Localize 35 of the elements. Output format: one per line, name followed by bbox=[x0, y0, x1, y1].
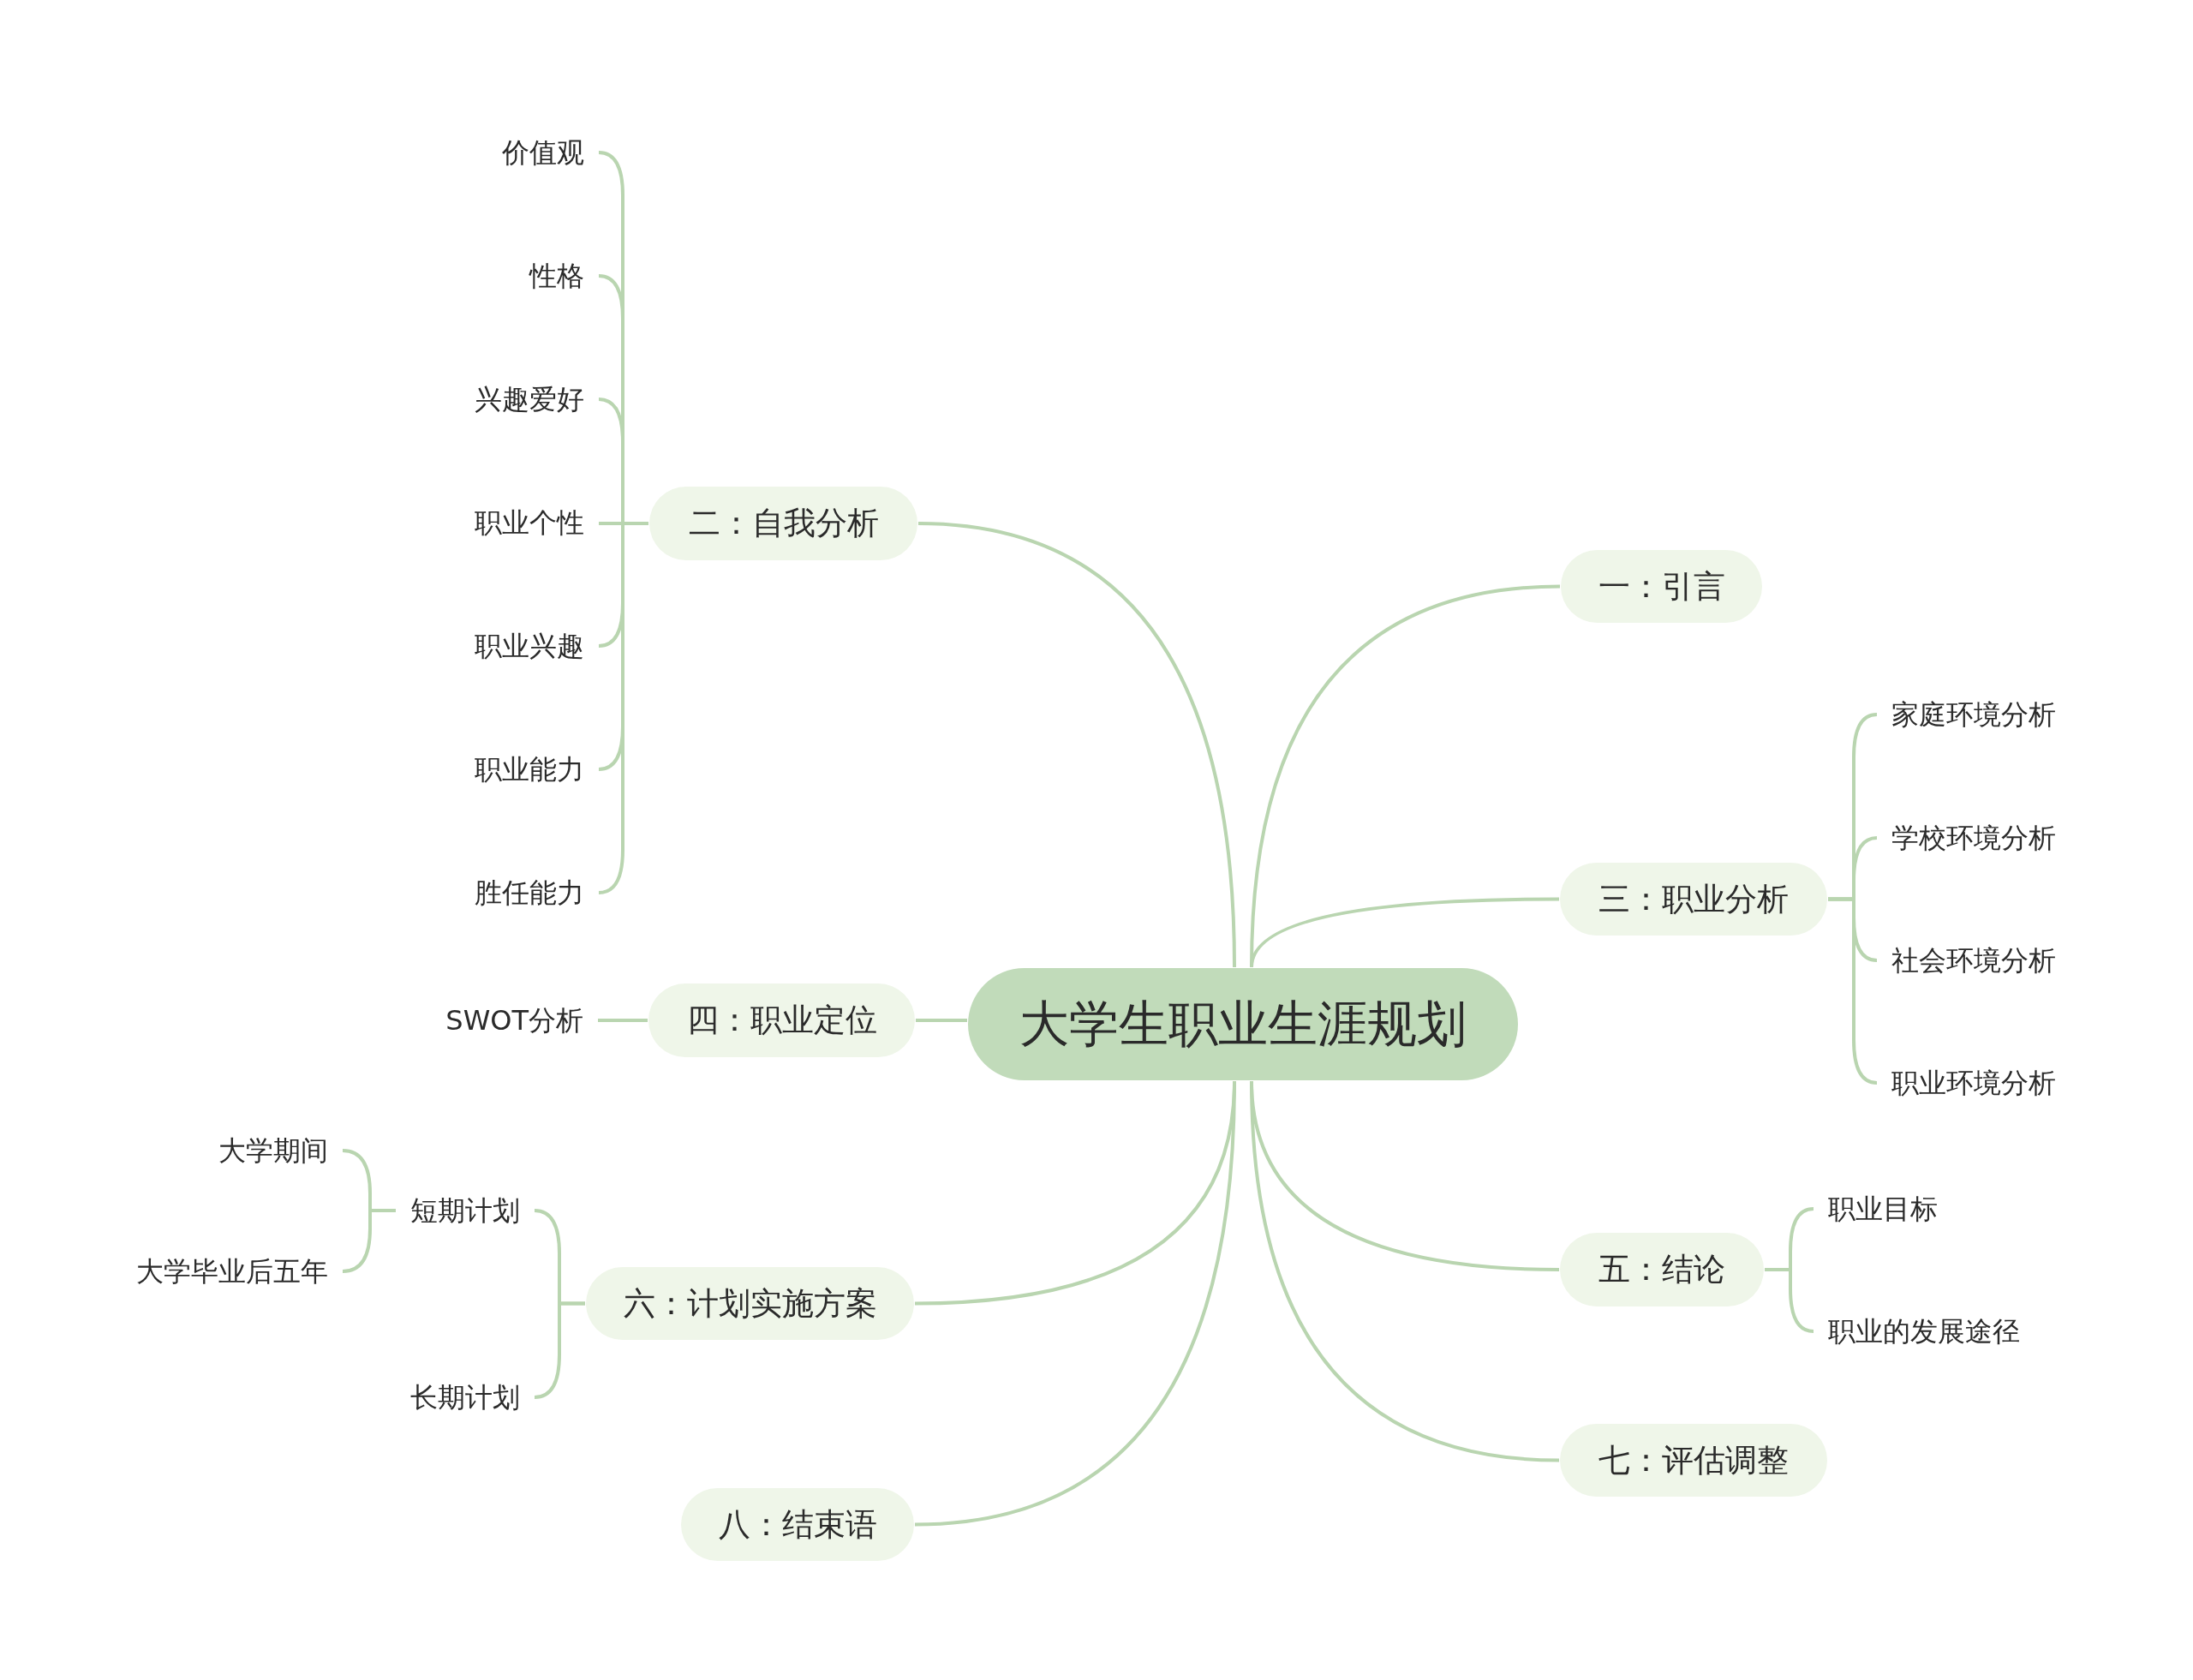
topic-pill: 六：计划实施方案 bbox=[586, 1267, 914, 1340]
subtopic-label: 学校环境分析 bbox=[1878, 817, 2070, 858]
topic-pill: 三：职业分析 bbox=[1560, 863, 1827, 936]
central-topic-pill: 大学生职业生涯规划 bbox=[968, 968, 1518, 1080]
topic-pill: 四：职业定位 bbox=[648, 983, 915, 1057]
subtopic-label: 职业兴趣 bbox=[461, 625, 598, 667]
subtopic-label: 职业目标 bbox=[1814, 1188, 1951, 1229]
topic-pill: 二：自我分析 bbox=[649, 487, 917, 560]
subtopic-label: 短期计划 bbox=[397, 1190, 534, 1231]
subtopic-label: 性格 bbox=[516, 255, 598, 296]
subtopic-label: 长期计划 bbox=[397, 1377, 534, 1418]
topic-pill: 七：评估调整 bbox=[1560, 1424, 1827, 1497]
subtopic-label: 价值观 bbox=[488, 132, 598, 173]
subtopic-label: 职业个性 bbox=[461, 502, 598, 543]
branch-line bbox=[1828, 897, 1878, 1085]
subtopic-label: 职业能力 bbox=[461, 749, 598, 790]
branch-line bbox=[916, 1019, 967, 1022]
subtopic-label: 大学期间 bbox=[205, 1130, 342, 1171]
branch-line bbox=[917, 522, 1236, 968]
topic-pill: 一：引言 bbox=[1561, 550, 1762, 623]
topic-pill: 八：结束语 bbox=[681, 1488, 914, 1561]
branch-line bbox=[598, 1019, 648, 1022]
branch-line bbox=[342, 1209, 396, 1273]
branch-line bbox=[534, 1301, 585, 1399]
subtopic-label: SWOT分析 bbox=[432, 1000, 597, 1041]
subtopic-label: 职业的发展途径 bbox=[1814, 1311, 2034, 1352]
topic-pill: 五：结论 bbox=[1560, 1233, 1764, 1306]
branch-line bbox=[1250, 897, 1559, 968]
branch-line bbox=[1765, 1268, 1814, 1333]
subtopic-label: 兴趣爱好 bbox=[461, 379, 598, 420]
subtopic-label: 家庭环境分析 bbox=[1878, 694, 2070, 735]
subtopic-label: 社会环境分析 bbox=[1878, 940, 2070, 981]
subtopic-label: 胜任能力 bbox=[461, 872, 598, 913]
subtopic-label: 大学毕业后五年 bbox=[122, 1251, 342, 1292]
subtopic-label: 职业环境分析 bbox=[1878, 1062, 2070, 1103]
